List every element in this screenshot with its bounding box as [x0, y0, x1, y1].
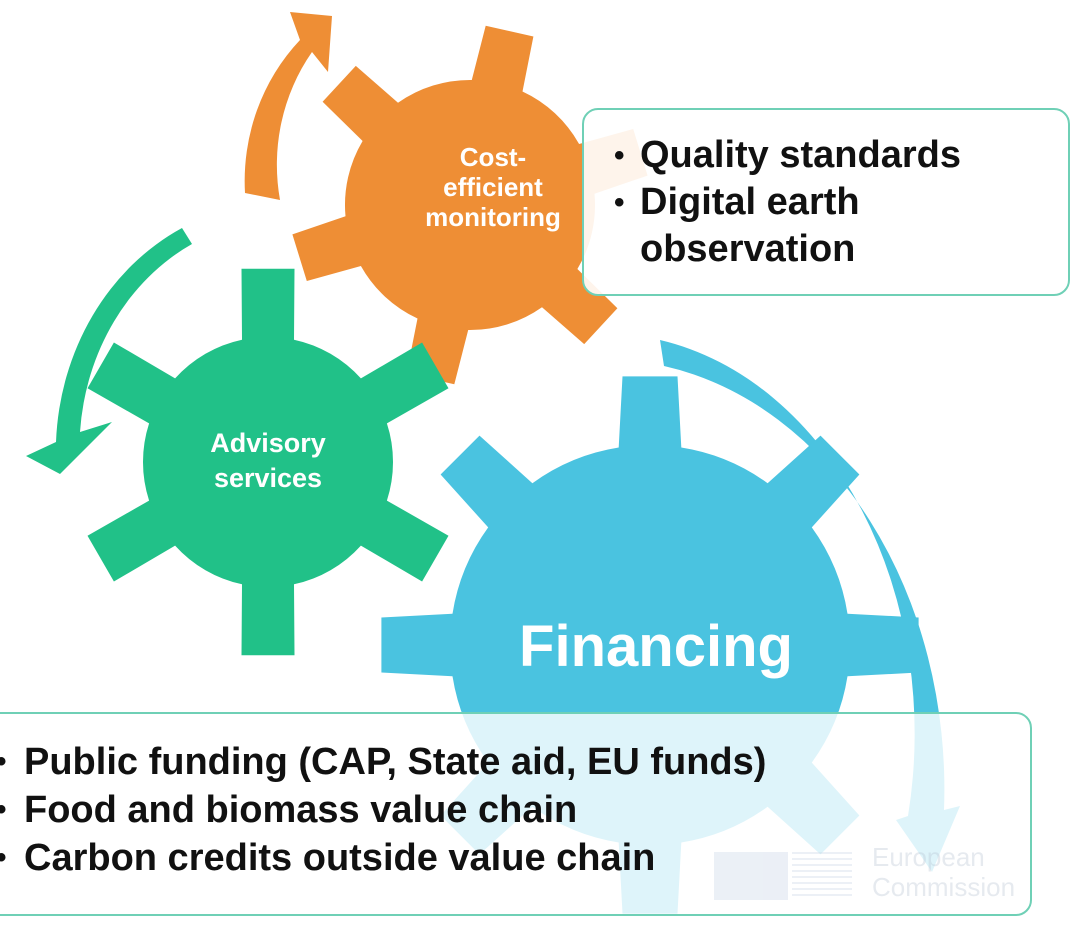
gear-label-line: services — [213, 463, 323, 493]
gear-label-line: efficient — [443, 172, 543, 202]
advisory-services-gear — [87, 268, 449, 656]
gear-label-line: monitoring — [425, 202, 561, 232]
gear-label-line: Financing — [519, 614, 793, 679]
orange-cycle-arrow — [244, 12, 332, 200]
green-cycle-arrow — [26, 228, 192, 474]
european-commission-logo: European Commission — [700, 832, 1015, 916]
gear-label-line: Cost- — [459, 142, 527, 172]
logo-stripes — [792, 852, 852, 900]
gear-label-line: Advisory — [210, 428, 326, 458]
gear-label-advisory-services: Advisory services — [190, 426, 346, 496]
logo-text: European Commission — [872, 842, 1015, 902]
digital-earth-observation-item: Digital earth observation — [614, 179, 1068, 273]
public-funding-item: Public funding (CAP, State aid, EU funds… — [0, 738, 766, 786]
financing-sources-box: Public funding (CAP, State aid, EU funds… — [0, 712, 1032, 916]
cost-efficient-monitoring-gear — [292, 25, 648, 385]
gear-label-cost-efficient-monitoring: Cost- efficient monitoring — [407, 142, 579, 232]
quality-standards-box: Quality standards Digital earth observat… — [582, 108, 1070, 296]
financing-sources-list: Public funding (CAP, State aid, EU funds… — [0, 738, 766, 882]
food-biomass-value-chain-item: Food and biomass value chain — [0, 786, 766, 834]
carbon-credits-item: Carbon credits outside value chain — [0, 834, 766, 882]
quality-standards-list: Quality standards Digital earth observat… — [614, 132, 1068, 273]
quality-standards-item: Quality standards — [614, 132, 1068, 179]
eu-flag-icon — [714, 852, 788, 900]
logo-text-line: Commission — [872, 872, 1016, 902]
gear-label-financing: Financing — [486, 612, 826, 682]
logo-text-line: European — [872, 842, 985, 872]
